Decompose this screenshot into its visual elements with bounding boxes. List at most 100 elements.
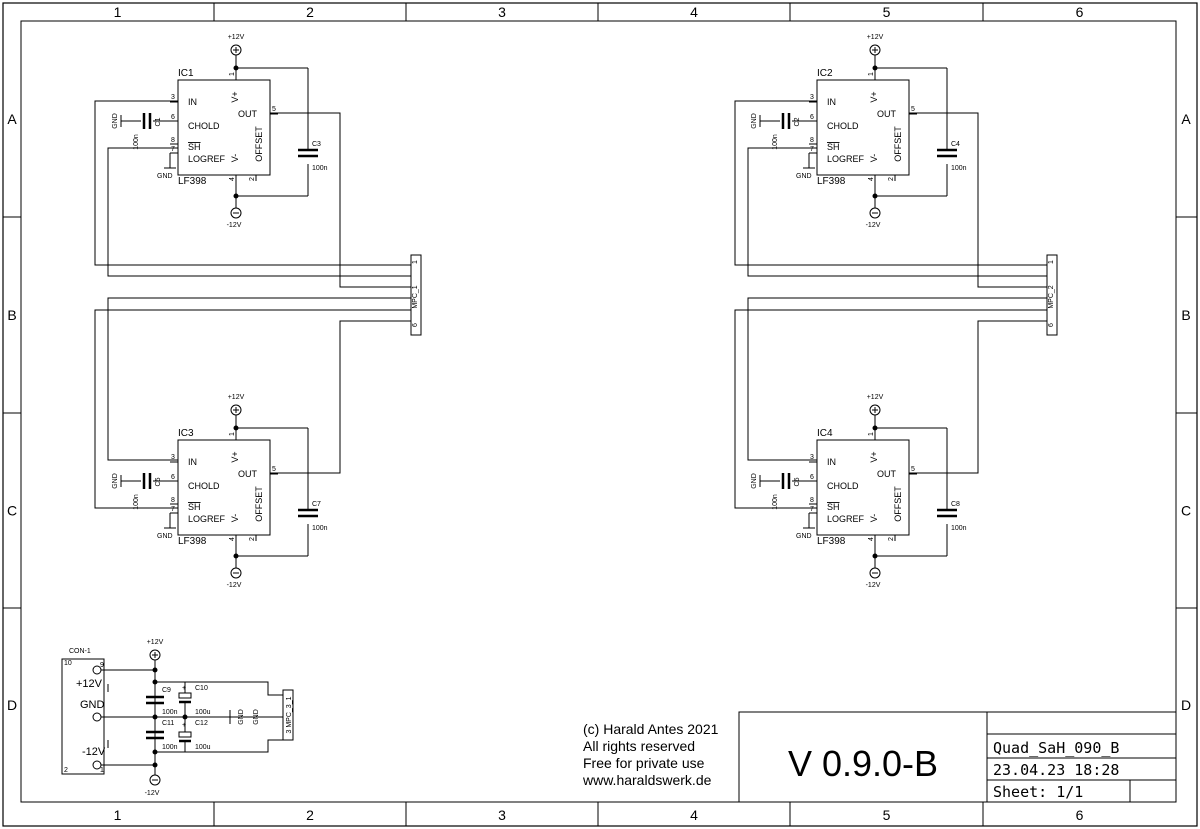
- ic-block-4: [759, 404, 957, 579]
- frame-row-right-C: C: [1181, 503, 1191, 519]
- mpc1-label: MPC_1: [412, 285, 419, 308]
- ic-labels-3: IC3LF398INCHOLDSHLOGREFOUTV+V-OFFSET3687…: [112, 394, 328, 589]
- label-gnd: GND: [80, 699, 105, 711]
- pin-num-5: 5: [272, 106, 276, 113]
- hold-cap-ref: C6: [794, 477, 801, 486]
- ic-labels-1: IC1LF398INCHOLDSHLOGREFOUTV+V-OFFSET3687…: [112, 34, 328, 229]
- pin-out-label: OUT: [238, 109, 258, 119]
- con-pin1: 1: [100, 767, 104, 774]
- frame-col-top-5: 5: [883, 4, 891, 20]
- pin-num-5: 5: [272, 466, 276, 473]
- notice-line-3: Free for private use: [583, 755, 705, 771]
- pin-num-7: 7: [810, 146, 814, 153]
- ic-block-3: [120, 404, 318, 579]
- pin-num-3: 3: [171, 454, 175, 461]
- ic-ref: IC3: [178, 428, 194, 439]
- ic-part: LF398: [817, 176, 846, 187]
- pin-sh-label: SH: [188, 502, 201, 512]
- frame-row-right-B: B: [1181, 307, 1190, 323]
- pin-num-6: 6: [171, 114, 175, 121]
- offset-cap-ref: C7: [312, 501, 321, 508]
- neg-rail-label: -12V: [866, 222, 881, 229]
- frame-col-bottom-5: 5: [883, 807, 891, 823]
- hold-gnd-label: GND: [112, 473, 119, 489]
- offset-cap-value: 100n: [312, 525, 328, 532]
- pin-chold-label: CHOLD: [188, 481, 220, 491]
- frame-row-left-B: B: [7, 307, 16, 323]
- pin-num-4: 4: [868, 177, 875, 181]
- offset-cap-ref: C4: [951, 141, 960, 148]
- power-pos-rail: +12V: [147, 639, 164, 646]
- pin-vminus-label: V-: [230, 514, 240, 523]
- pin-num-6: 6: [810, 114, 814, 121]
- frame-col-bottom-1: 1: [114, 807, 122, 823]
- hold-cap-ref: C2: [794, 117, 801, 126]
- pin-num-1: 1: [229, 432, 236, 436]
- neg-rail-label: -12V: [227, 582, 242, 589]
- ic-ref: IC4: [817, 428, 833, 439]
- ic-block-1: [120, 44, 318, 219]
- hold-cap-ref: C5: [155, 477, 162, 486]
- pin-vplus-label: V+: [230, 451, 240, 462]
- pin-num-7: 7: [171, 506, 175, 513]
- mpc3-label: 3 MPC_3_1: [286, 696, 293, 733]
- pin-logref-label: LOGREF: [188, 514, 226, 524]
- pin-vplus-label: V+: [869, 91, 879, 102]
- pin-in-label: IN: [188, 457, 197, 467]
- ic-labels-2: IC2LF398INCHOLDSHLOGREFOUTV+V-OFFSET3687…: [751, 34, 967, 229]
- power-section: [61, 649, 294, 786]
- frame-col-bottom-4: 4: [690, 807, 698, 823]
- power-neg-rail: -12V: [145, 790, 160, 797]
- signal-wires-right: [734, 100, 1047, 509]
- pin-chold-label: CHOLD: [188, 121, 220, 131]
- pin-vminus-label: V-: [869, 514, 879, 523]
- pin-logref-label: LOGREF: [827, 154, 865, 164]
- pin-offset-label: OFFSET: [254, 126, 264, 162]
- title-block: [738, 711, 1177, 803]
- logref-gnd-label: GND: [157, 533, 173, 540]
- pin-num-4: 4: [229, 177, 236, 181]
- pin-num-3: 3: [810, 454, 814, 461]
- pos-rail-label: +12V: [228, 34, 245, 41]
- pin-logref-label: LOGREF: [827, 514, 865, 524]
- power-gnd-1: GND: [238, 709, 245, 725]
- pin-num-4: 4: [229, 537, 236, 541]
- c9-ref: C9: [162, 687, 171, 694]
- pin-num-2: 2: [888, 177, 895, 181]
- pos-rail-label: +12V: [867, 34, 884, 41]
- signal-wires-left: [94, 100, 411, 509]
- pin-sh-label: SH: [188, 142, 201, 152]
- pin-in-label: IN: [827, 97, 836, 107]
- frame-col-top-1: 1: [114, 4, 122, 20]
- frame-col-top-4: 4: [690, 4, 698, 20]
- notice-line-1: (c) Harald Antes 2021: [583, 721, 719, 737]
- offset-cap-ref: C8: [951, 501, 960, 508]
- hold-cap-value: 100n: [133, 134, 140, 150]
- hold-cap-value: 100n: [772, 494, 779, 510]
- ic-block-2: [759, 44, 957, 219]
- ic-part: LF398: [178, 536, 207, 547]
- pin-num-3: 3: [171, 94, 175, 101]
- pin-offset-label: OFFSET: [893, 126, 903, 162]
- pin-chold-label: CHOLD: [827, 121, 859, 131]
- pin-in-label: IN: [188, 97, 197, 107]
- pin-in-label: IN: [827, 457, 836, 467]
- ic-labels-4: IC4LF398INCHOLDSHLOGREFOUTV+V-OFFSET3687…: [751, 394, 967, 589]
- c11-value: 100n: [162, 744, 178, 751]
- version-label: V 0.9.0-B: [788, 743, 938, 784]
- pin-vminus-label: V-: [230, 154, 240, 163]
- c9-value: 100n: [162, 709, 178, 716]
- offset-cap-ref: C3: [312, 141, 321, 148]
- frame-col-top-3: 3: [498, 4, 506, 20]
- c10-polarity: +: [182, 685, 186, 692]
- hold-cap-value: 100n: [772, 134, 779, 150]
- pin-num-8: 8: [810, 137, 814, 144]
- pin-num-1: 1: [868, 72, 875, 76]
- pin-num-7: 7: [810, 506, 814, 513]
- frame-col-bottom-3: 3: [498, 807, 506, 823]
- pin-logref-label: LOGREF: [188, 154, 226, 164]
- mpc2-label: MPC_2: [1048, 285, 1055, 308]
- ic-ref: IC2: [817, 68, 833, 79]
- c10-ref: C10: [195, 685, 208, 692]
- con-ref: CON-1: [69, 648, 91, 655]
